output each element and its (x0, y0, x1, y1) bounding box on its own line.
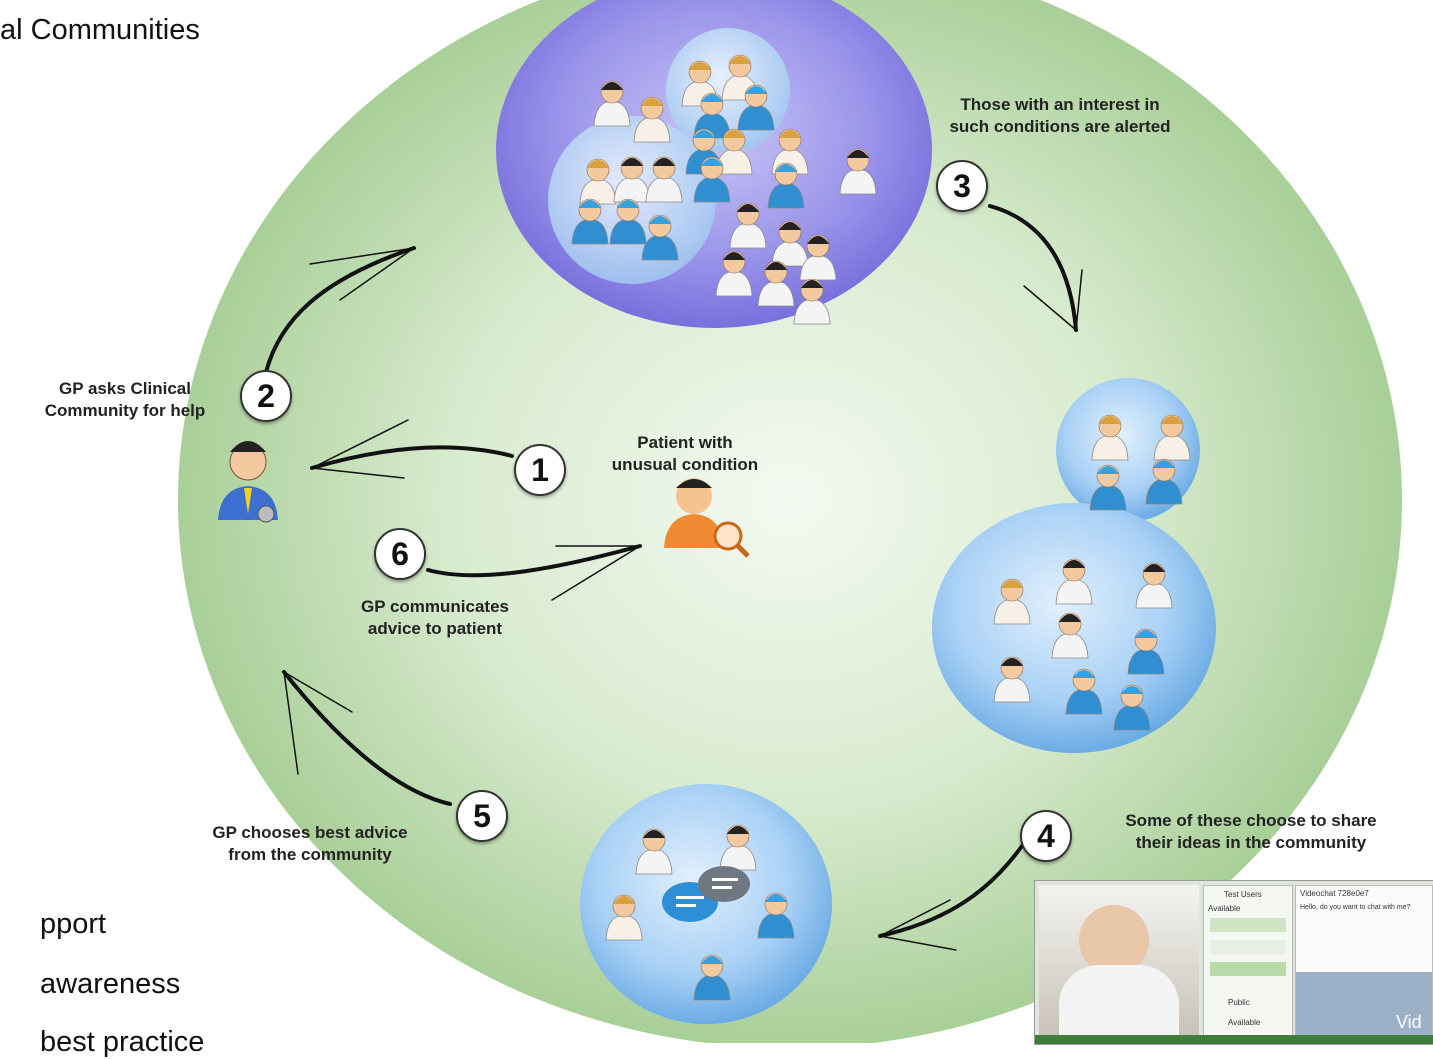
gp-icon (218, 441, 278, 523)
step-3-caption-line-1: Those with an interest in (960, 95, 1160, 114)
surgeon-figure-icon (737, 84, 775, 131)
arrow-step-2 (264, 246, 416, 374)
user-row[interactable] (1210, 918, 1286, 932)
step-5-caption: GP chooses best advice from the communit… (172, 822, 448, 866)
surgeon-figure-icon (1145, 458, 1183, 505)
step-4-caption-line-2: their ideas in the community (1135, 833, 1367, 852)
doc-figure-icon (839, 148, 877, 195)
chat-window: Videochat 728e0e7 Hello, do you want to … (1295, 885, 1433, 1037)
user-list-panel: Test Users Available Public Available (1203, 885, 1293, 1037)
doc-figure-icon (771, 220, 809, 267)
step-2-badge: 2 (240, 370, 292, 422)
step-2-caption: GP asks Clinical Community for help (30, 378, 220, 422)
slide-bullet-1: pport (40, 908, 107, 940)
step-5-caption-line-1: GP chooses best advice (212, 823, 408, 842)
surgeon-figure-icon (1113, 684, 1151, 731)
user-row[interactable] (1210, 940, 1286, 954)
nurse-figure-icon (633, 96, 671, 143)
doc-figure-icon (645, 156, 683, 203)
surgeon-figure-icon (1065, 668, 1103, 715)
surgeon-figure-icon (1127, 628, 1165, 675)
step-2-caption-line-2: Community for help (44, 401, 206, 420)
public-label: Public (1228, 998, 1250, 1007)
surgeon-figure-icon (641, 214, 679, 261)
doc-figure-icon (1135, 562, 1173, 609)
doc-figure-icon (729, 202, 767, 249)
step-4-caption: Some of these choose to share their idea… (1076, 810, 1426, 854)
chat-message: Hello, do you want to chat with me? (1300, 904, 1411, 911)
doc-figure-icon (793, 278, 831, 325)
surgeon-figure-icon (571, 198, 609, 245)
chat-title: Videochat 728e0e7 (1300, 889, 1369, 898)
step-3-caption: Those with an interest in such condition… (910, 94, 1210, 138)
doc-figure-icon (635, 828, 673, 875)
step-6-caption-line-1: GP communicates (360, 597, 510, 616)
community-cycle-circle (178, 0, 1402, 1043)
video-label: Vid (1396, 1012, 1422, 1032)
video-feed (1039, 885, 1199, 1035)
video-person-body (1059, 965, 1179, 1035)
surgeon-figure-icon (693, 156, 731, 203)
surgeon-figure-icon (767, 162, 805, 209)
step-4-caption-line-1: Some of these choose to share (1125, 811, 1377, 830)
surgeon-figure-icon (1089, 464, 1127, 511)
arrow-step-3 (988, 204, 1078, 332)
patient-icon (664, 478, 750, 558)
step-1-caption-line-2: unusual condition (611, 455, 759, 474)
videochat-screenshot: Test Users Available Public Available Vi… (1034, 880, 1433, 1045)
arrow-step-1 (310, 445, 514, 470)
surgeon-figure-icon (757, 892, 795, 939)
doc-figure-icon (1055, 558, 1093, 605)
nurse-figure-icon (1091, 414, 1129, 461)
step-6-caption-line-2: advice to patient (367, 619, 503, 638)
step-1-caption: Patient with unusual condition (600, 432, 770, 476)
doc-figure-icon (715, 250, 753, 297)
step-5-caption-line-2: from the community (228, 845, 392, 864)
status-bar (1035, 1035, 1433, 1044)
step-3-badge: 3 (936, 160, 988, 212)
nurse-figure-icon (1153, 414, 1191, 461)
arrow-step-5 (282, 670, 452, 806)
slide-bullet-2: awareness (40, 968, 181, 1000)
step-1-caption-line-1: Patient with (637, 433, 733, 452)
nurse-figure-icon (715, 128, 753, 175)
step-2-caption-line-1: GP asks Clinical (59, 379, 191, 398)
crowd-figures (571, 54, 1191, 1001)
user-row[interactable] (1210, 962, 1286, 976)
doc-figure-icon (799, 234, 837, 281)
surgeon-figure-icon (609, 198, 647, 245)
video-person-head (1079, 905, 1149, 975)
available-heading: Available (1208, 904, 1241, 913)
slide-title: al Communities (0, 14, 200, 46)
step-6-badge: 6 (374, 528, 426, 580)
doc-figure-icon (719, 824, 757, 871)
step-3-caption-line-2: such conditions are alerted (949, 117, 1171, 136)
video-preview: Vid (1296, 972, 1432, 1036)
person-icons (218, 441, 750, 558)
nurse-figure-icon (993, 578, 1031, 625)
doc-figure-icon (757, 260, 795, 307)
step-4-badge: 4 (1020, 810, 1072, 862)
chat-bubbles-icon (662, 866, 750, 922)
step-6-caption: GP communicates advice to patient (330, 596, 540, 640)
doc-figure-icon (593, 80, 631, 127)
surgeon-figure-icon (693, 92, 731, 139)
arrow-step-6 (426, 544, 642, 578)
available-status: Available (1228, 1018, 1261, 1027)
nurse-figure-icon (579, 158, 617, 205)
nurse-figure-icon (605, 894, 643, 941)
cycle-arrows (264, 204, 1083, 951)
doc-figure-icon (1051, 612, 1089, 659)
tab-test-users[interactable]: Test Users (1224, 890, 1262, 899)
surgeon-figure-icon (693, 954, 731, 1001)
step-1-badge: 1 (514, 444, 566, 496)
step-5-badge: 5 (456, 790, 508, 842)
arrow-step-4 (878, 844, 1024, 938)
doc-figure-icon (993, 656, 1031, 703)
